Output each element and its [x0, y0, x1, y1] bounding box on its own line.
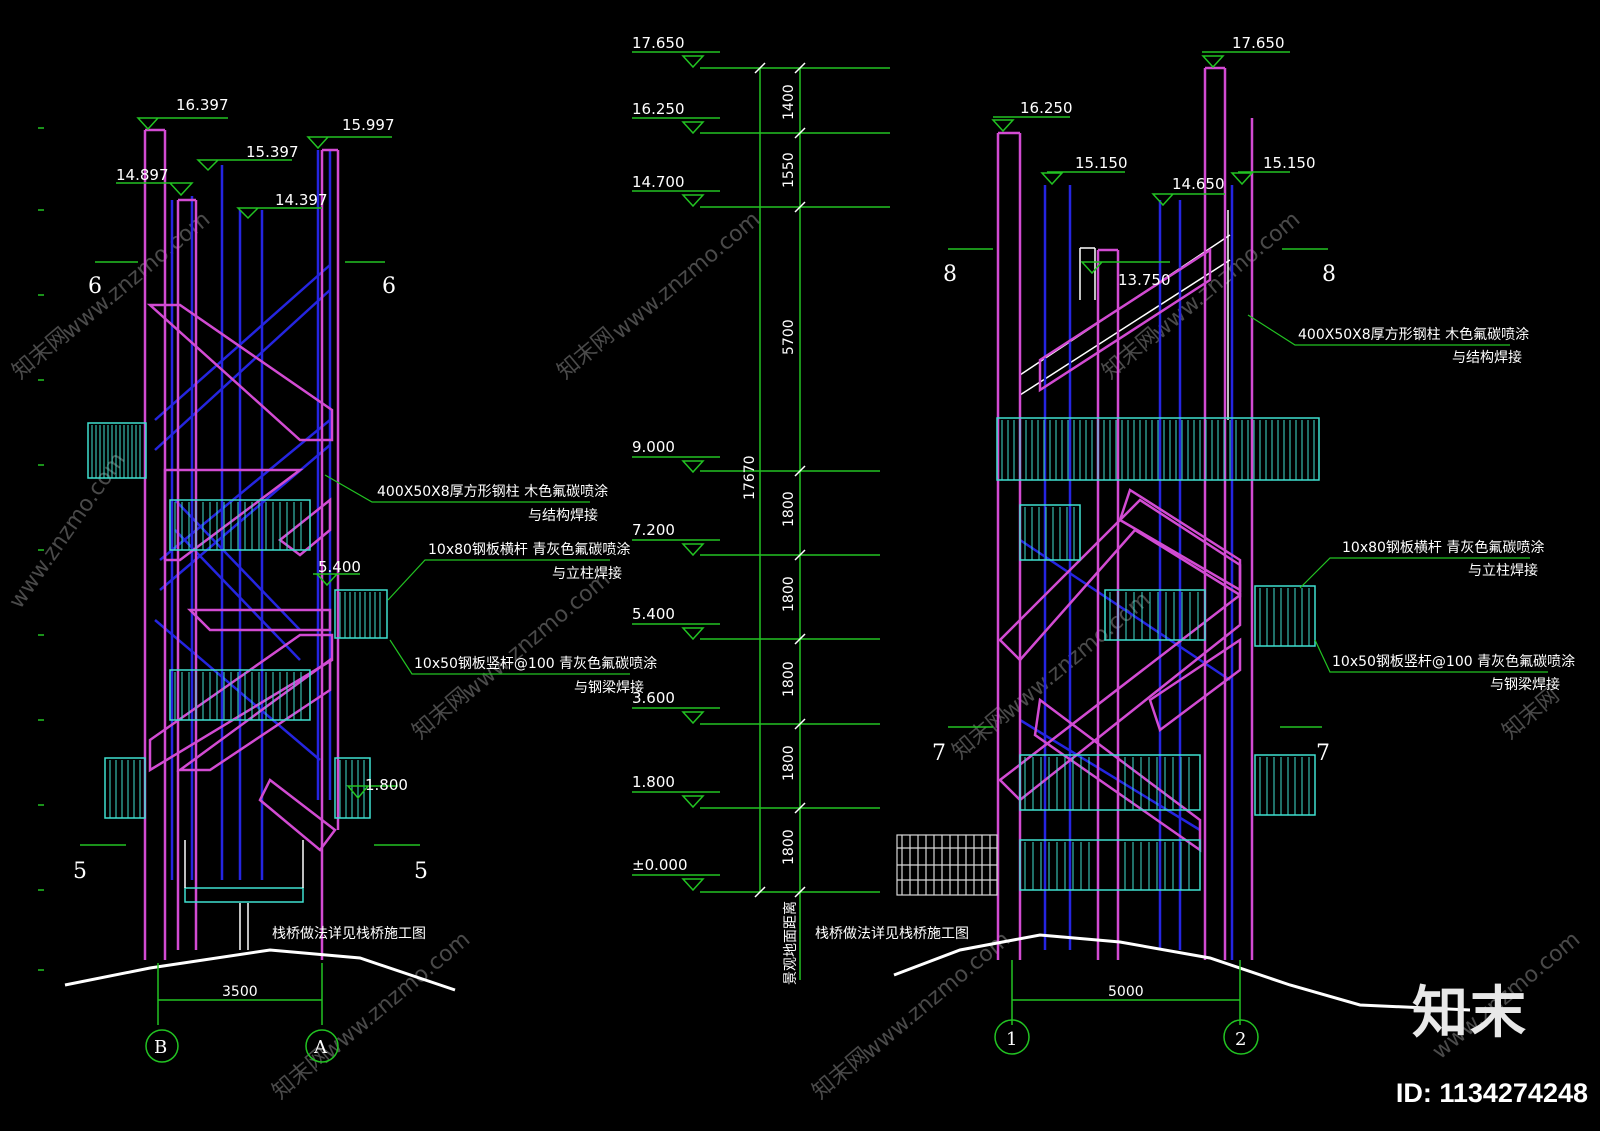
- right-elevation: 17.650 16.250 15.150 14.650 15.150 13.75…: [815, 34, 1575, 1055]
- left-rail-balusters: [91, 425, 381, 818]
- span-dimension: 5000: [1108, 984, 1144, 1000]
- right-column-outlines: [996, 66, 1254, 960]
- right-railings: [996, 417, 1320, 891]
- bridge-note: 栈桥做法详见栈桥施工图: [815, 926, 969, 942]
- right-level-markers: [948, 51, 1328, 1025]
- watermark-text: www.znzmo.com: [318, 927, 475, 1065]
- bridge-note: 栈桥做法详见栈桥施工图: [272, 926, 426, 942]
- segment-dimension: 1800: [781, 745, 797, 781]
- note-text: 与结构焊接: [528, 507, 598, 524]
- section-mark: 8: [1322, 262, 1336, 287]
- level-label: 14.397: [275, 191, 328, 209]
- level-label: 16.397: [176, 96, 229, 114]
- note-text: 与钢梁焊接: [1490, 676, 1560, 693]
- center-level-scale: 17.650 16.250 14.700 9.000 7.200 5.400 3…: [632, 34, 890, 985]
- total-height-dimension: 17670: [742, 455, 758, 500]
- left-level-markers: [80, 117, 420, 1025]
- axis-bubble-2: [1223, 1019, 1259, 1055]
- left-note-leaders: [324, 474, 630, 675]
- section-mark: 6: [88, 274, 102, 299]
- axis-bubble-a: [305, 1029, 339, 1063]
- right-brace-lines: [1019, 185, 1234, 960]
- note-text: 10x80钢板横杆 青灰色氟碳喷涂: [428, 541, 630, 558]
- image-id-label: ID: 1134274248: [1395, 1078, 1588, 1108]
- section-mark: 5: [73, 859, 87, 884]
- center-ticks: [754, 62, 806, 898]
- section-mark: 8: [943, 262, 957, 287]
- center-level-lines: [632, 51, 890, 980]
- level-label: 5.400: [318, 558, 361, 576]
- note-text: 400X50X8厚方形钢柱 木色氟碳喷涂: [1298, 326, 1529, 343]
- level-label: 14.650: [1172, 175, 1225, 193]
- level-label: 7.200: [632, 521, 675, 539]
- left-elevation: 16.397 14.897 15.397 15.997 14.397 5.400…: [64, 96, 657, 1063]
- span-dimension: 3500: [222, 984, 258, 1000]
- level-label: 9.000: [632, 438, 675, 456]
- note-text: 10x80钢板横杆 青灰色氟碳喷涂: [1342, 539, 1544, 556]
- level-label: 13.750: [1118, 271, 1171, 289]
- segment-dimension: 1800: [781, 829, 797, 865]
- left-ground-line: [64, 948, 456, 992]
- right-note-leaders: [1247, 314, 1548, 673]
- right-ground-line: [893, 933, 1471, 1012]
- brand-logo: 知末: [1412, 981, 1528, 1046]
- note-text: 400X50X8厚方形钢柱 木色氟碳喷涂: [377, 483, 608, 500]
- watermark-text: www.znzmo.com: [858, 927, 1015, 1065]
- axis-bubble-b: [145, 1029, 179, 1063]
- section-mark: 6: [382, 274, 396, 299]
- note-text: 10x50钢板竖杆@100 青灰色氟碳喷涂: [1332, 653, 1575, 670]
- axis-bubble-1: [994, 1019, 1030, 1055]
- level-label: 17.650: [632, 34, 685, 52]
- left-bridge-support: [184, 840, 304, 950]
- axis-label-1: 1: [1006, 1029, 1017, 1050]
- watermark-text: 知末网: [553, 323, 620, 385]
- section-mark: 5: [414, 859, 428, 884]
- note-text: 与立柱焊接: [1468, 562, 1538, 579]
- watermark-text: www.znzmo.com: [608, 207, 765, 345]
- level-label: 1.800: [632, 773, 675, 791]
- axis-label-a: A: [313, 1037, 328, 1058]
- right-bridge-structure: [896, 834, 998, 896]
- level-label: 3.600: [632, 689, 675, 707]
- ground-distance-label: 景观地面距离: [782, 901, 799, 985]
- level-label: 15.150: [1075, 154, 1128, 172]
- note-text: 与钢梁焊接: [574, 679, 644, 696]
- level-label: 17.650: [1232, 34, 1285, 52]
- note-text: 10x50钢板竖杆@100 青灰色氟碳喷涂: [414, 655, 657, 672]
- segment-dimension: 1400: [781, 84, 797, 120]
- section-mark: 7: [1316, 741, 1330, 766]
- level-label: 16.250: [632, 100, 685, 118]
- level-label: 14.897: [116, 166, 169, 184]
- level-label: 5.400: [632, 605, 675, 623]
- level-label: 16.250: [1020, 99, 1073, 117]
- level-label: 15.997: [342, 116, 395, 134]
- segment-dimension: 5700: [781, 319, 797, 355]
- left-edge-ticks: [38, 127, 44, 971]
- segment-dimension: 1800: [781, 576, 797, 612]
- level-label: 15.397: [246, 143, 299, 161]
- segment-dimension: 1550: [781, 152, 797, 188]
- note-text: 与结构焊接: [1452, 349, 1522, 366]
- section-mark: 7: [932, 741, 946, 766]
- segment-dimension: 1800: [781, 491, 797, 527]
- level-label: 1.800: [365, 776, 408, 794]
- axis-label-2: 2: [1235, 1029, 1246, 1050]
- note-text: 与立柱焊接: [552, 565, 622, 582]
- left-column-outlines: [143, 128, 340, 960]
- level-label: 15.150: [1263, 154, 1316, 172]
- right-rail-balusters: [1001, 420, 1315, 890]
- axis-label-b: B: [154, 1037, 167, 1058]
- level-label: ±0.000: [632, 856, 688, 874]
- level-label: 14.700: [632, 173, 685, 191]
- watermark-text: www.znzmo.com: [998, 587, 1155, 725]
- segment-dimension: 1800: [781, 661, 797, 697]
